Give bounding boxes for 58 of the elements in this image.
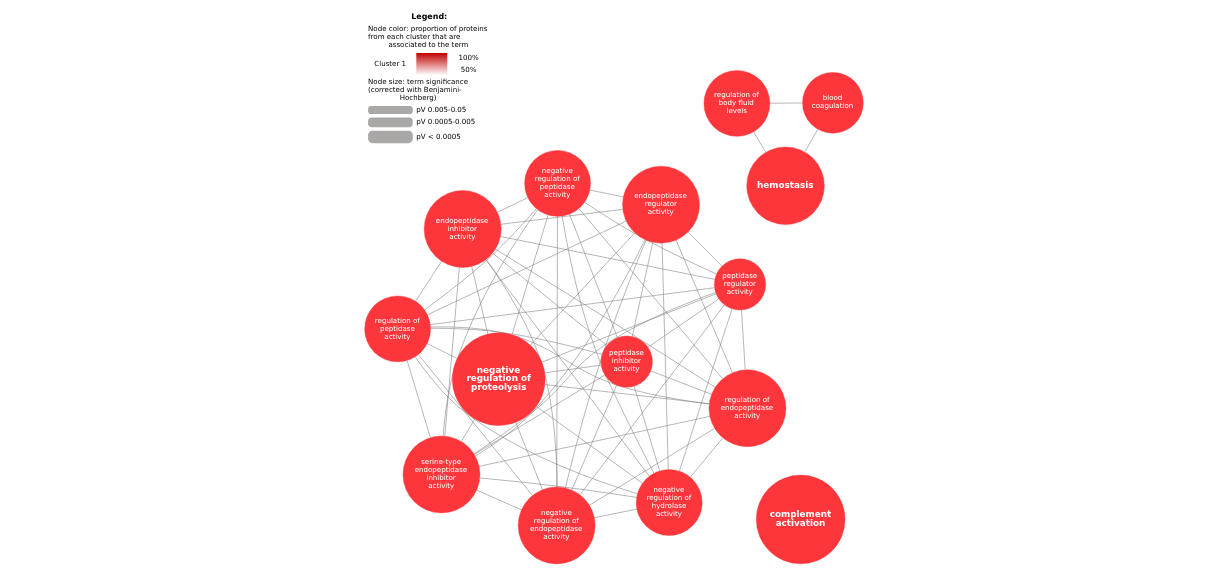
connector — [444, 267, 460, 437]
connector — [593, 508, 637, 519]
connector — [473, 374, 605, 455]
connector — [535, 406, 643, 484]
connector — [423, 208, 537, 311]
connector — [578, 208, 723, 380]
connector — [442, 209, 538, 437]
connector — [529, 232, 635, 346]
connector — [426, 343, 457, 359]
connector — [631, 242, 653, 337]
connector — [460, 418, 475, 442]
connector — [769, 102, 803, 104]
connector — [543, 384, 709, 404]
connector — [678, 308, 732, 472]
connector — [473, 292, 716, 455]
connector — [541, 293, 716, 363]
connector — [485, 259, 557, 488]
connector — [496, 197, 528, 213]
connector — [633, 385, 660, 472]
connector — [568, 213, 618, 338]
connector — [429, 327, 602, 355]
connector — [588, 428, 715, 506]
connector — [647, 298, 719, 348]
connector — [500, 209, 623, 225]
connector — [544, 364, 601, 374]
connector — [414, 356, 638, 494]
connector — [661, 242, 669, 470]
connector — [804, 128, 818, 153]
connector — [417, 354, 533, 496]
connector — [485, 259, 650, 477]
connector — [479, 477, 637, 498]
connector — [491, 253, 607, 346]
connector — [687, 231, 722, 267]
connector — [470, 266, 488, 335]
connector — [429, 287, 715, 325]
connector — [499, 236, 715, 280]
connector — [752, 131, 766, 153]
connector — [429, 326, 709, 405]
connector — [474, 239, 645, 457]
connector — [650, 370, 712, 395]
connector — [515, 421, 543, 490]
node-circle: hemostasis — [746, 146, 825, 225]
connector — [564, 239, 646, 489]
connector — [406, 360, 431, 438]
node-circle: negative regulation of proteolysis — [451, 332, 545, 426]
connector — [571, 384, 617, 491]
node-circle: complement activation — [755, 474, 845, 565]
connector — [426, 220, 626, 316]
connector — [414, 260, 442, 302]
connector — [589, 189, 623, 198]
connector — [740, 309, 745, 371]
connector — [675, 239, 733, 373]
connector — [511, 214, 548, 335]
connector — [579, 304, 725, 495]
connector — [583, 201, 717, 275]
connector — [478, 416, 710, 467]
connector — [475, 489, 522, 511]
connector — [689, 437, 723, 478]
